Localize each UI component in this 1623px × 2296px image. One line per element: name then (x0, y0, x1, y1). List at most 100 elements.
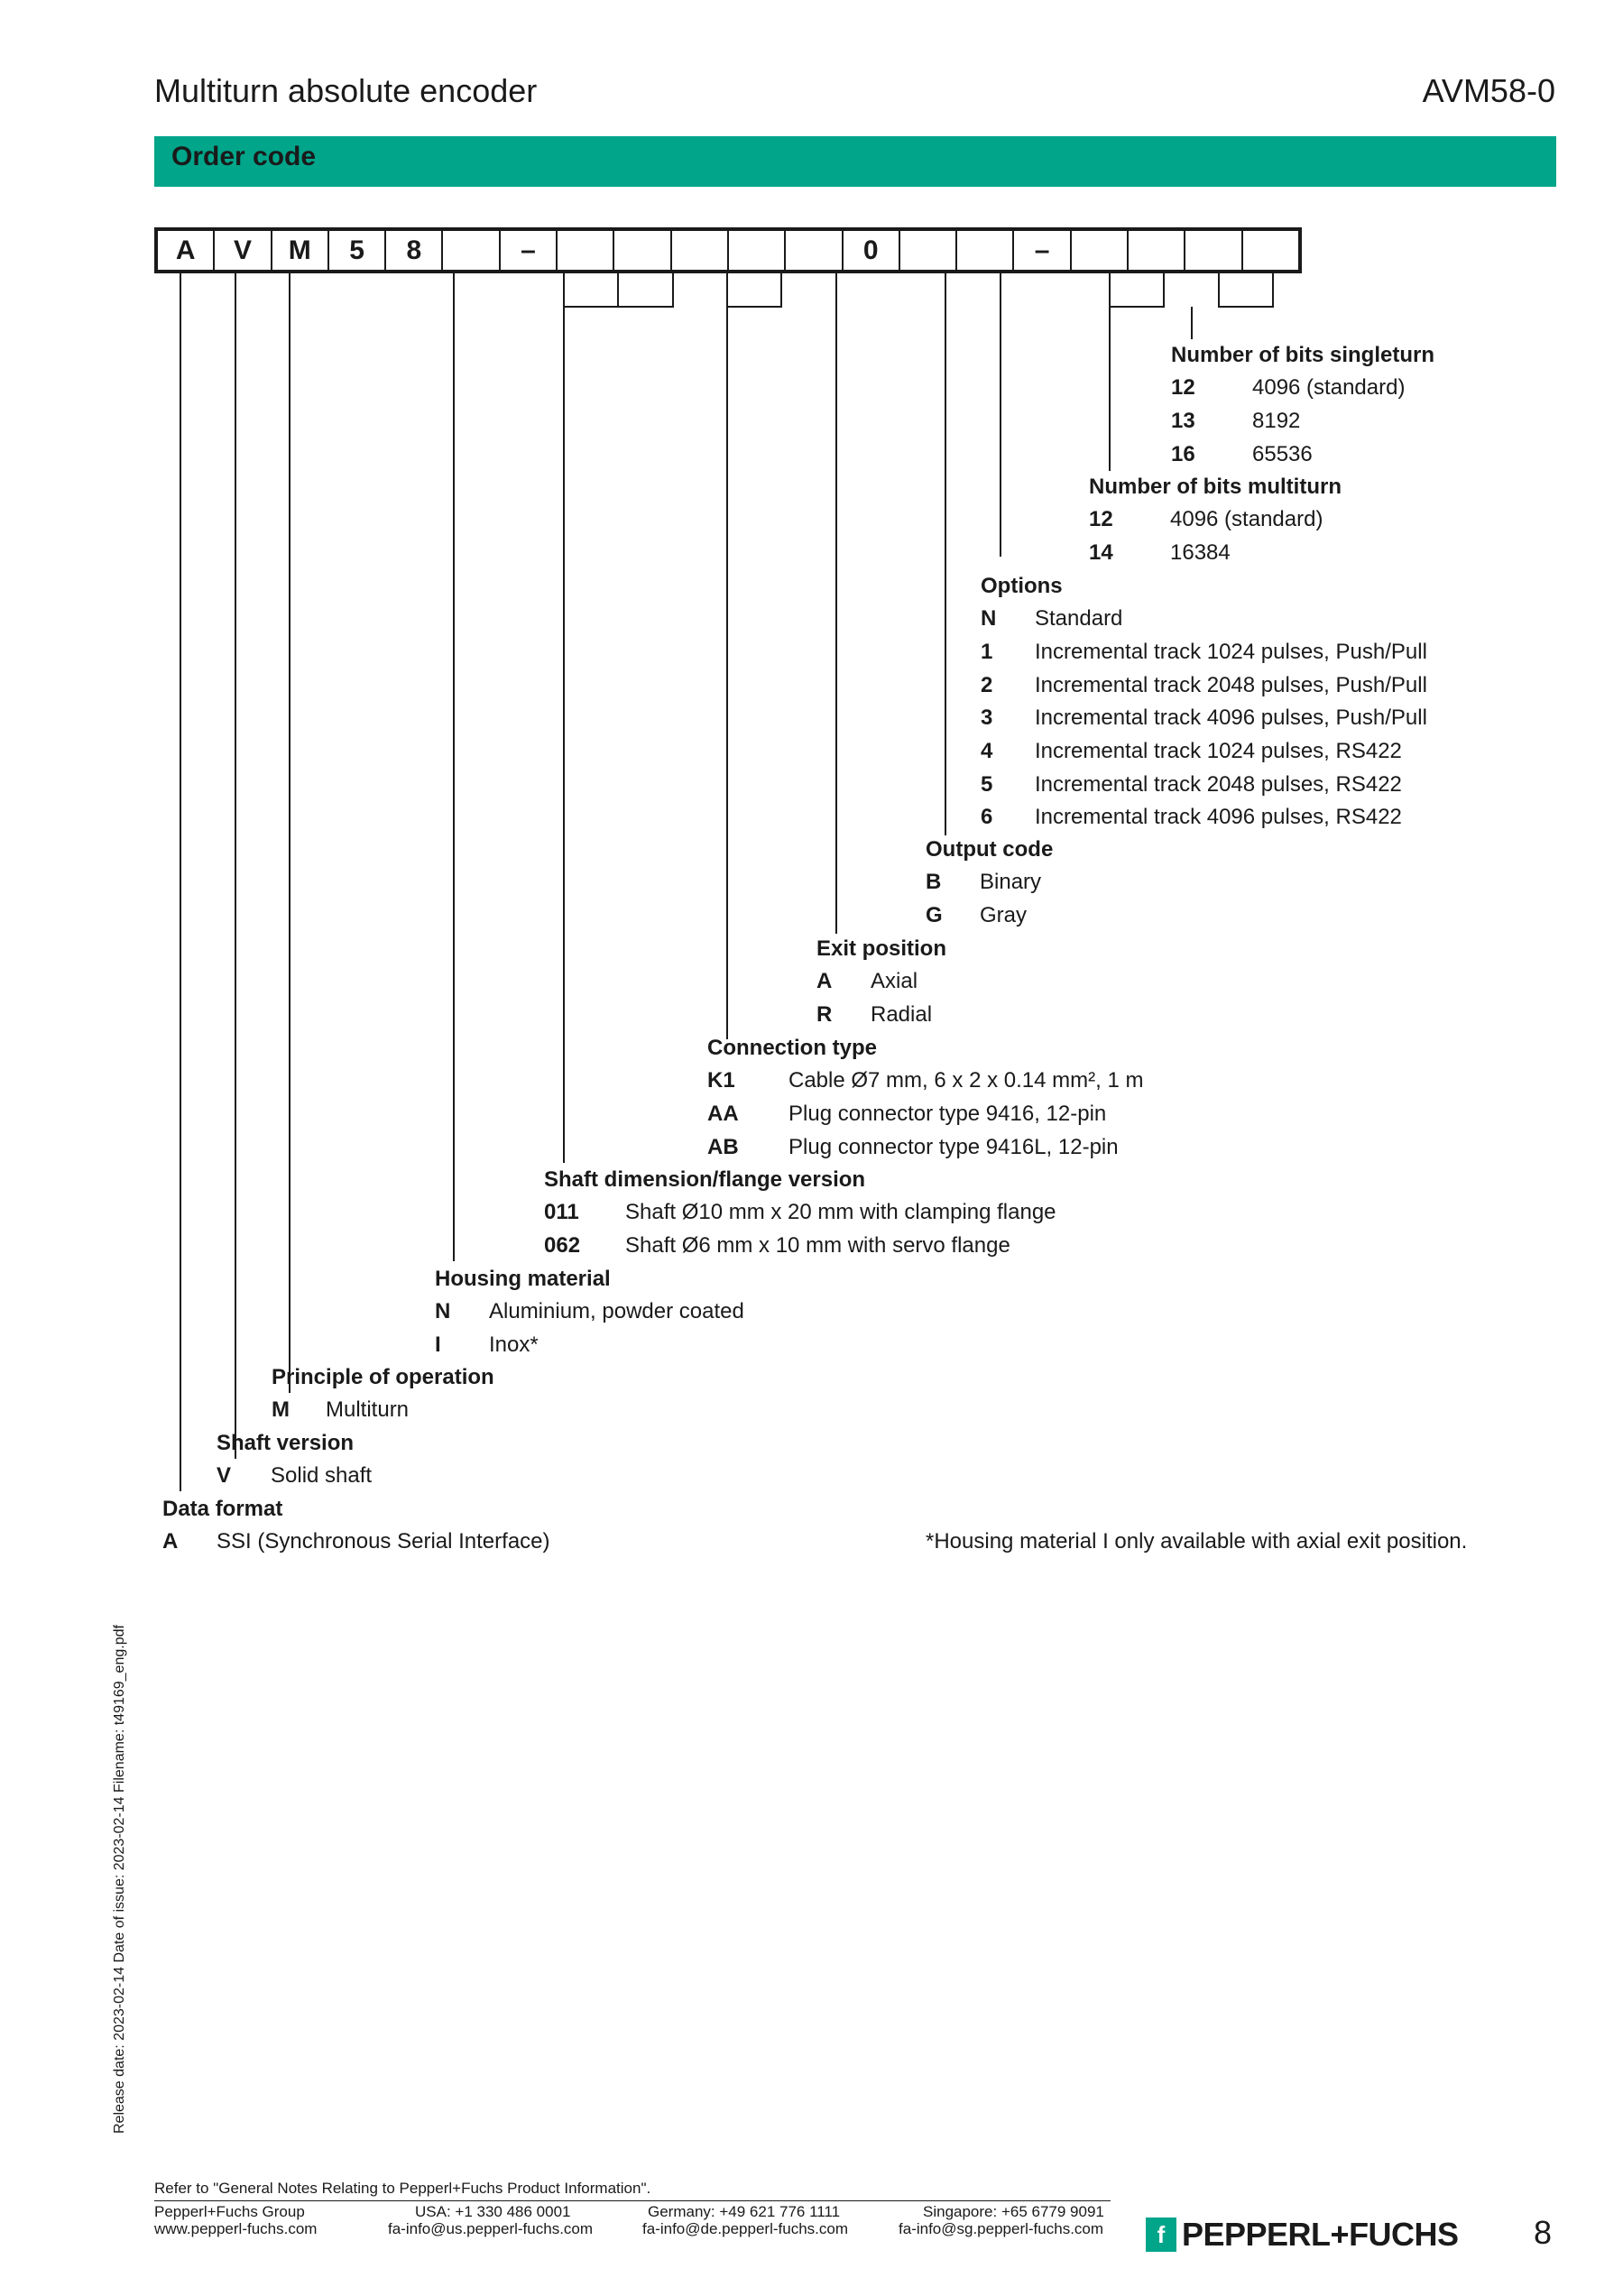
list-item: 12 4096 (standard) (1089, 507, 1323, 532)
code-cell (558, 231, 615, 270)
item-code: 16 (1171, 442, 1195, 466)
item-code: 6 (981, 805, 993, 829)
logo-mark-icon: f (1146, 2218, 1176, 2252)
item-code: 062 (544, 1233, 581, 1258)
code-cell (443, 231, 501, 270)
list-item: AB Plug connector type 9416L, 12-pin (707, 1135, 1119, 1160)
item-text: Plug connector type 9416, 12-pin (788, 1102, 1107, 1126)
item-text: 4096 (standard) (1170, 507, 1323, 531)
group-title-options: Options (981, 574, 1063, 598)
order-code-row: A V M 5 8 – 0 – (154, 227, 1302, 273)
footer-web-link[interactable]: www.pepperl-fuchs.com (154, 2220, 318, 2237)
code-cell: 5 (329, 231, 387, 270)
footer-de-phone: Germany: +49 621 776 1111 (648, 2203, 841, 2220)
list-item: I Inox* (435, 1332, 539, 1358)
item-text: Cable Ø7 mm, 6 x 2 x 0.14 mm², 1 m (788, 1068, 1144, 1093)
code-cell (1185, 231, 1243, 270)
code-cell (1072, 231, 1130, 270)
item-text: Solid shaft (271, 1463, 373, 1488)
item-text: 8192 (1252, 409, 1301, 433)
list-item: V Solid shaft (217, 1463, 372, 1489)
footer-usa-phone: USA: +1 330 486 0001 (415, 2203, 571, 2220)
code-cell: – (1014, 231, 1072, 270)
item-text: 65536 (1252, 442, 1313, 466)
logo-text: PEPPERL+FUCHS (1182, 2216, 1459, 2253)
item-code: 5 (981, 772, 993, 797)
item-text: 4096 (standard) (1252, 375, 1406, 400)
item-text: Aluminium, powder coated (489, 1299, 744, 1323)
code-cell (614, 231, 672, 270)
item-text: Standard (1035, 606, 1123, 631)
group-title-singleturn: Number of bits singleturn (1171, 343, 1435, 367)
code-cell: A (158, 231, 216, 270)
section-title: Order code (171, 142, 317, 171)
list-item: 12 4096 (standard) (1171, 375, 1405, 401)
item-text: 16384 (1170, 540, 1231, 565)
list-item: N Standard (981, 606, 1122, 632)
list-item: B Binary (926, 870, 1041, 895)
item-text: Gray (980, 903, 1028, 927)
document-title: Multiturn absolute encoder (154, 72, 538, 109)
list-item: 14 16384 (1089, 540, 1231, 566)
code-cell: 8 (386, 231, 444, 270)
item-code: M (272, 1397, 290, 1422)
footer-sg-phone: Singapore: +65 6779 9091 (923, 2203, 1104, 2220)
list-item: K1 Cable Ø7 mm, 6 x 2 x 0.14 mm², 1 m (707, 1068, 1143, 1093)
code-cell: 0 (844, 231, 900, 270)
group-title-data-format: Data format (162, 1497, 283, 1521)
item-code: AB (707, 1135, 739, 1159)
item-code: 4 (981, 739, 993, 763)
group-title-connection-type: Connection type (707, 1036, 878, 1060)
item-text: Incremental track 2048 pulses, Push/Pull (1035, 673, 1427, 697)
item-text: Incremental track 1024 pulses, Push/Pull (1035, 640, 1427, 664)
item-text: Incremental track 1024 pulses, RS422 (1035, 739, 1402, 763)
item-text: Incremental track 4096 pulses, Push/Pull (1035, 705, 1427, 730)
group-title-shaft-version: Shaft version (217, 1431, 355, 1455)
side-release-info: Release date: 2023-02-14 Date of issue: … (112, 1625, 127, 2134)
code-cell: V (215, 231, 272, 270)
footer-usa-mail[interactable]: fa-info@us.pepperl-fuchs.com (388, 2220, 594, 2237)
footer-de-mail[interactable]: fa-info@de.pepperl-fuchs.com (642, 2220, 848, 2237)
item-code: 12 (1089, 507, 1113, 531)
item-text: Binary (980, 870, 1042, 894)
footer-sg-mail[interactable]: fa-info@sg.pepperl-fuchs.com (899, 2220, 1104, 2237)
item-code: B (926, 870, 942, 894)
item-code: I (435, 1332, 441, 1357)
item-text: Inox* (489, 1332, 539, 1357)
code-cell (786, 231, 844, 270)
item-text: Plug connector type 9416L, 12-pin (788, 1135, 1119, 1159)
section-band: Order code (154, 136, 1556, 187)
group-title-shaft-dimension: Shaft dimension/flange version (544, 1167, 866, 1192)
item-code: K1 (707, 1068, 735, 1093)
list-item: 16 65536 (1171, 442, 1313, 467)
group-title-output-code: Output code (926, 837, 1054, 862)
item-code: 14 (1089, 540, 1113, 565)
item-code: V (217, 1463, 232, 1488)
code-cell (957, 231, 1015, 270)
group-title-exit-position: Exit position (816, 936, 946, 961)
item-code: R (816, 1002, 833, 1027)
item-code: 3 (981, 705, 993, 730)
item-code: 011 (544, 1200, 579, 1224)
group-title-housing-material: Housing material (435, 1267, 611, 1291)
footer-group: Pepperl+Fuchs Group (154, 2203, 305, 2220)
item-code: A (162, 1529, 179, 1554)
list-item: 6 Incremental track 4096 pulses, RS422 (981, 805, 1402, 830)
code-cell (900, 231, 958, 270)
item-code: 1 (981, 640, 993, 664)
code-cell: – (501, 231, 558, 270)
item-text: Incremental track 4096 pulses, RS422 (1035, 805, 1402, 829)
item-code: 12 (1171, 375, 1195, 400)
item-code: N (981, 606, 997, 631)
